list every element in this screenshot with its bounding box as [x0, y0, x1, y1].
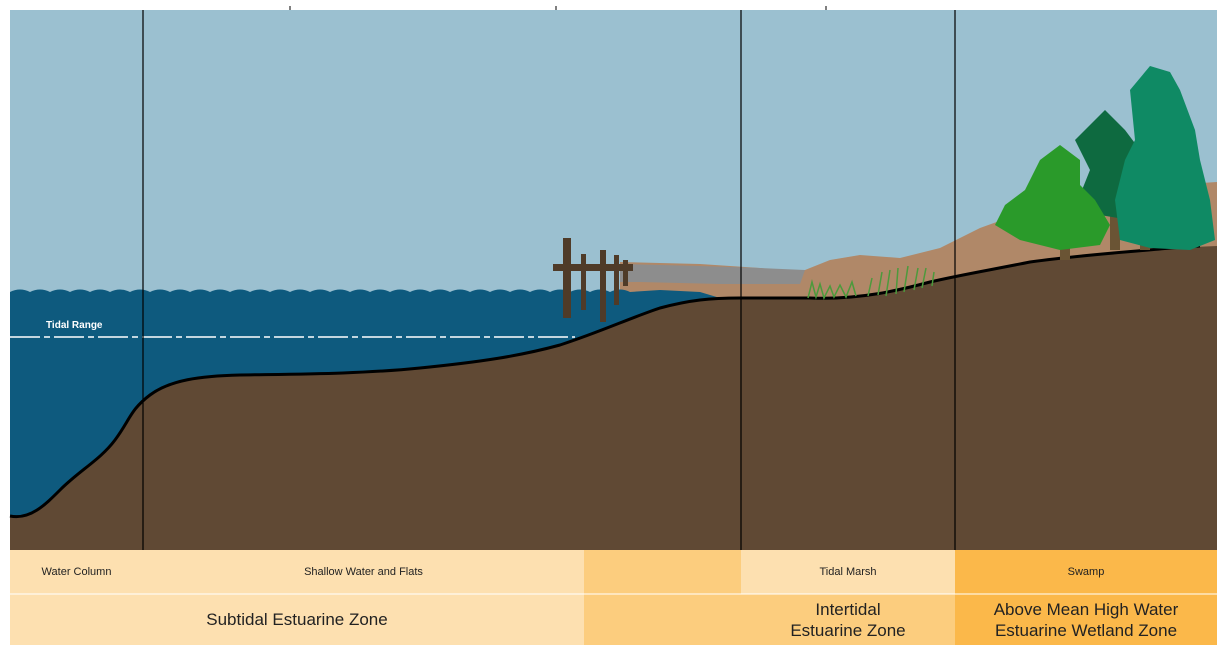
habitat-band-light — [10, 550, 584, 594]
zone-label-text: Intertidal Estuarine Zone — [790, 599, 906, 640]
zone-band-subtidal — [10, 594, 584, 645]
pier — [553, 238, 633, 322]
habitat-label-swamp: Swamp — [955, 550, 1217, 594]
marsh-grass — [807, 265, 935, 301]
zone-label-text: Subtidal Estuarine Zone — [206, 610, 388, 629]
habitat-band-mid — [584, 550, 741, 594]
habitat-band-swamp — [955, 550, 1217, 594]
zone-label-subtidal: Subtidal Estuarine Zone — [10, 594, 584, 645]
habitat-label-water-column: Water Column — [10, 550, 143, 594]
habitat-label-text: Water Column — [41, 566, 112, 578]
zone-dividers — [142, 10, 956, 594]
zone-label-upland: Above Mean High Water Estuarine Wetland … — [955, 594, 1217, 645]
tree-light — [995, 145, 1110, 250]
habitat-label-text: Tidal Marsh — [819, 566, 877, 578]
trees — [995, 66, 1215, 260]
habitat-label-text: Shallow Water and Flats — [304, 566, 423, 578]
tree-trunk — [1110, 210, 1120, 250]
earth — [10, 246, 1217, 550]
tree-teal — [1115, 66, 1215, 250]
zone-band-intertidal — [584, 594, 955, 645]
ground-outline — [9, 244, 1201, 519]
zone-label-intertidal: Intertidal Estuarine Zone — [741, 594, 955, 645]
top-tick-marks — [289, 6, 827, 10]
tidal-range-label: Tidal Range — [46, 320, 103, 331]
habitat-label-text: Swamp — [1067, 566, 1105, 578]
zone-label-text: Above Mean High Water Estuarine Wetland … — [993, 599, 1179, 640]
gray-mudflat — [620, 264, 805, 284]
habitat-band-marsh — [741, 550, 955, 594]
habitat-label-shallow-water: Shallow Water and Flats — [143, 550, 584, 594]
zone-band-upland — [955, 594, 1217, 645]
habitat-label-tidal-marsh: Tidal Marsh — [741, 550, 955, 594]
